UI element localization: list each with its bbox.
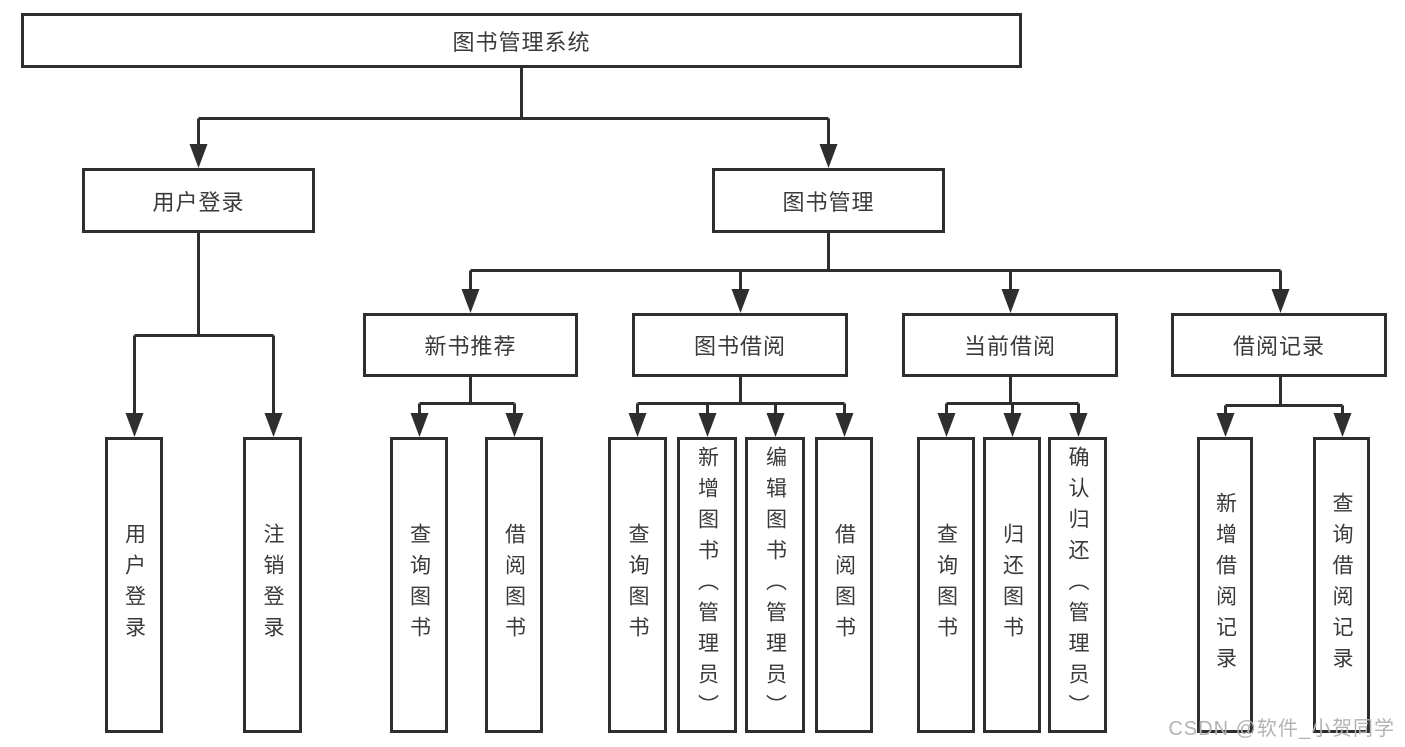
arrow-head	[1333, 413, 1352, 437]
leaf-query-books-borrow: 查询图书	[608, 437, 667, 733]
arrow-head	[698, 413, 717, 437]
connector-bookborrow-to-leaves	[636, 377, 846, 415]
leaf-user-login: 用户登录	[105, 437, 163, 733]
node-new-book-recommendation: 新书推荐	[363, 313, 578, 377]
leaf-add-book-admin: 新增图书（管理员）	[677, 437, 737, 733]
leaf-label: 查询图书	[934, 523, 958, 647]
leaf-label: 借阅图书	[832, 523, 856, 647]
arrow-head	[410, 413, 429, 437]
arrow-head	[1069, 413, 1088, 437]
leaf-label: 用户登录	[122, 523, 146, 647]
connector-root-to-level1	[197, 68, 830, 146]
connector-userlogin-to-leaves	[133, 232, 275, 415]
node-current-borrowing: 当前借阅	[902, 313, 1118, 377]
leaf-label: 借阅图书	[502, 523, 526, 647]
node-label: 借阅记录	[1232, 334, 1325, 359]
node-borrowing-records: 借阅记录	[1171, 313, 1387, 377]
leaf-logout: 注销登录	[243, 437, 302, 733]
leaf-query-books-newbook: 查询图书	[390, 437, 448, 733]
arrow-head	[1001, 289, 1020, 313]
leaf-borrow-books-borrow: 借阅图书	[815, 437, 873, 733]
arrow-head	[835, 413, 854, 437]
csdn-watermark: CSDN @软件_小贺同学	[1168, 718, 1395, 740]
leaf-confirm-return-admin: 确认归还（管理员）	[1048, 437, 1107, 733]
arrow-head	[1216, 413, 1235, 437]
connector-newbook-to-leaves	[418, 377, 516, 415]
connector-bookmgmt-to-level2	[469, 233, 1282, 291]
arrow-head	[628, 413, 647, 437]
leaf-label: 查询借阅记录	[1330, 492, 1353, 678]
leaf-query-books-current: 查询图书	[917, 437, 975, 733]
node-user-login: 用户登录	[82, 168, 315, 233]
arrow-head	[1003, 413, 1022, 437]
leaf-label: 新增图书（管理员）	[695, 445, 719, 725]
leaf-label: 查询图书	[407, 523, 431, 647]
arrow-head	[461, 289, 480, 313]
node-label: 当前借阅	[963, 334, 1056, 359]
arrow-head	[819, 144, 838, 168]
arrow-head	[1271, 289, 1290, 313]
connector-currentborrow-to-leaves	[945, 377, 1080, 415]
arrow-head	[125, 413, 144, 437]
leaf-borrow-books-newbook: 借阅图书	[485, 437, 543, 733]
arrow-head	[505, 413, 524, 437]
leaf-label: 注销登录	[261, 523, 284, 647]
leaf-label: 查询图书	[626, 523, 649, 647]
leaf-label: 确认归还（管理员）	[1066, 445, 1089, 725]
leaf-edit-book-admin: 编辑图书（管理员）	[745, 437, 805, 733]
leaf-query-borrow-record: 查询借阅记录	[1313, 437, 1370, 733]
leaf-label: 新增借阅记录	[1213, 492, 1237, 678]
leaf-label: 归还图书	[1000, 523, 1024, 647]
node-label: 新书推荐	[424, 334, 517, 359]
arrow-head	[766, 413, 785, 437]
node-label: 图书管理系统	[452, 29, 591, 55]
arrow-head	[189, 144, 208, 168]
arrow-head	[731, 289, 750, 313]
node-label: 图书借阅	[693, 334, 786, 359]
leaf-add-borrow-record: 新增借阅记录	[1197, 437, 1253, 733]
node-label: 用户登录	[152, 189, 245, 215]
arrow-head	[264, 413, 283, 437]
leaf-return-books: 归还图书	[983, 437, 1041, 733]
node-root-library-system: 图书管理系统	[21, 13, 1022, 68]
connector-records-to-leaves	[1224, 377, 1344, 415]
arrow-head	[937, 413, 956, 437]
node-label: 图书管理	[782, 189, 875, 215]
node-book-management: 图书管理	[712, 168, 945, 233]
leaf-label: 编辑图书（管理员）	[763, 445, 787, 725]
node-book-borrowing: 图书借阅	[632, 313, 848, 377]
